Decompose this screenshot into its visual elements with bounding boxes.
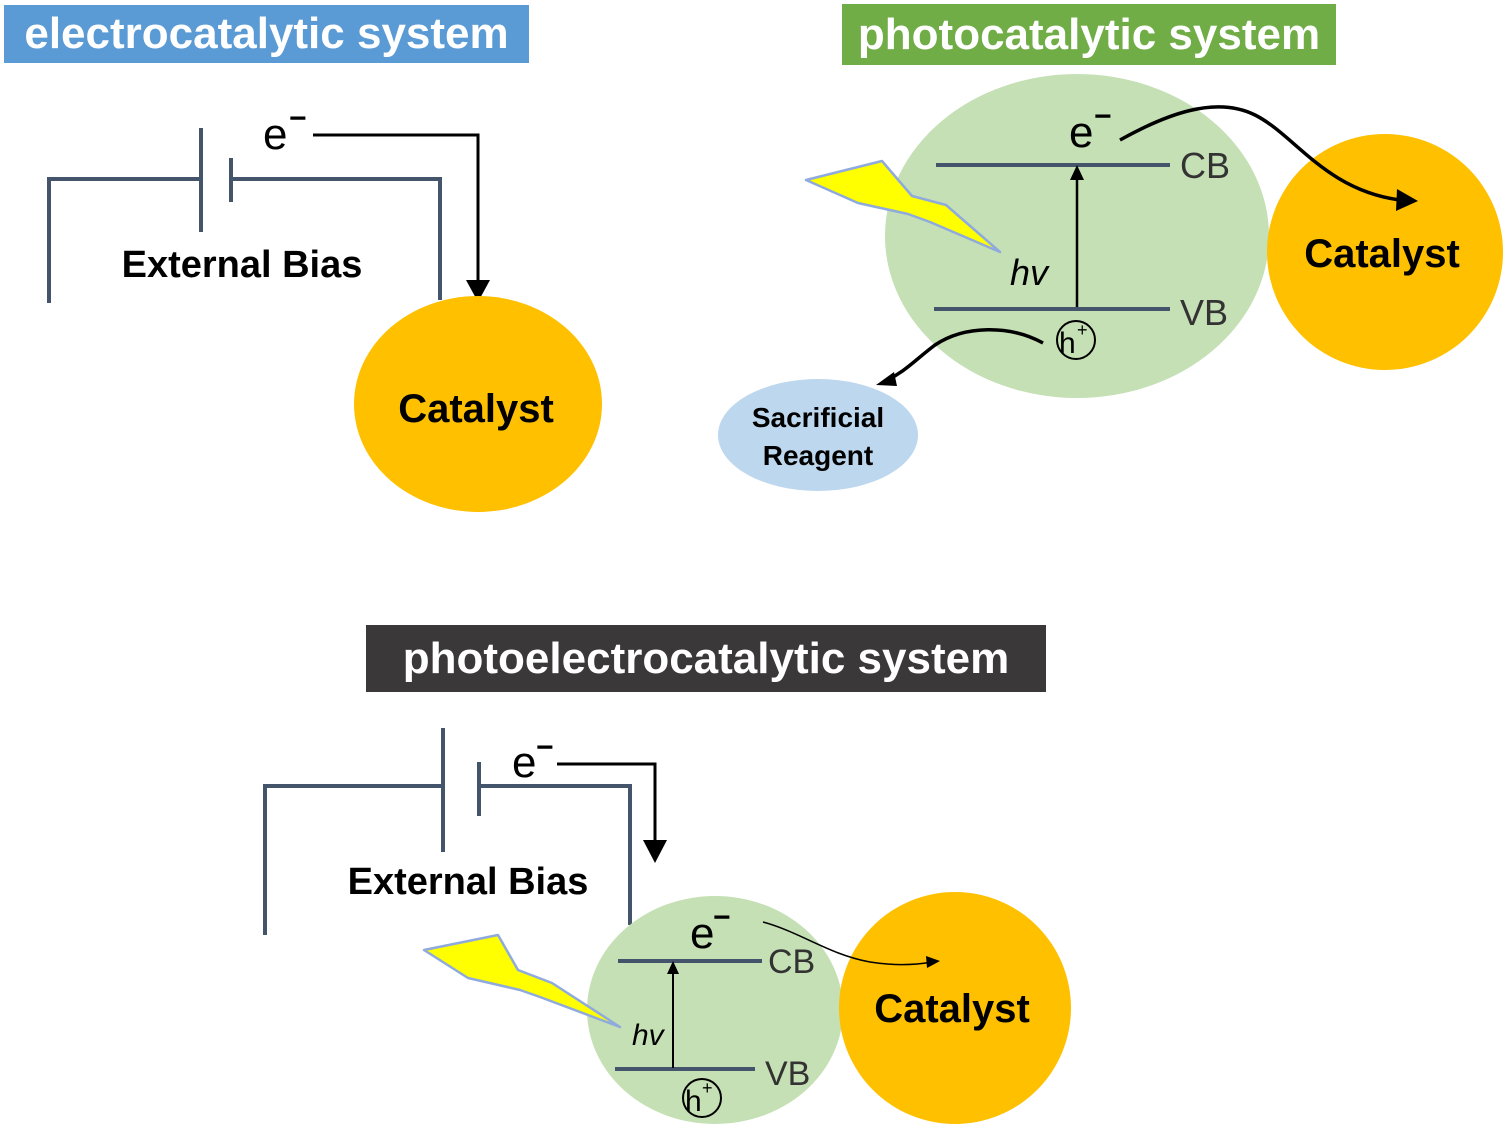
cb-label: CB bbox=[1180, 145, 1230, 186]
hole-transfer-arrow bbox=[884, 328, 1044, 383]
circuit-wire-right bbox=[231, 177, 442, 300]
electron-transfer-arrow bbox=[1119, 105, 1401, 202]
hole-label: h bbox=[685, 1085, 702, 1118]
excitation-arrowhead bbox=[1070, 165, 1084, 180]
lightning-bolt-icon bbox=[804, 159, 1002, 254]
hole-circle bbox=[682, 1078, 722, 1118]
vb-label: VB bbox=[765, 1055, 810, 1093]
excitation-arrowhead bbox=[667, 961, 679, 974]
photoelectrocatalytic-title: photoelectrocatalytic system bbox=[366, 625, 1046, 692]
hole-label: h bbox=[1059, 327, 1076, 360]
photon-energy-label: hv bbox=[1010, 252, 1050, 293]
electrocatalytic-panel: e − External Bias Catalyst bbox=[47, 102, 602, 512]
photon-energy-label: hv bbox=[632, 1019, 666, 1052]
photocatalytic-title: photocatalytic system bbox=[842, 4, 1336, 65]
electron-charge: − bbox=[289, 102, 307, 135]
catalyst-label: Catalyst bbox=[874, 987, 1030, 1031]
hole-transfer-arrowhead bbox=[876, 372, 897, 386]
circuit-wire-left bbox=[263, 784, 443, 935]
electron-transfer-arrowhead bbox=[1396, 189, 1418, 211]
catalyst-label: Catalyst bbox=[398, 387, 554, 431]
hole-charge: + bbox=[1077, 320, 1088, 340]
photoelectrocatalytic-panel: e − External Bias Catalyst CB VB hv e − … bbox=[263, 728, 1071, 1124]
electron-label: e bbox=[263, 110, 287, 159]
electron-charge: − bbox=[1094, 100, 1112, 133]
photocatalytic-panel: Catalyst CB VB hv e − h + Sacrificial Re… bbox=[718, 74, 1503, 491]
electron-flow-arrowhead bbox=[466, 280, 490, 302]
electron-label: e bbox=[690, 909, 714, 958]
cb-label: CB bbox=[768, 943, 815, 981]
external-bias-label: External Bias bbox=[348, 861, 589, 903]
electron-charge: − bbox=[536, 731, 554, 764]
vb-label: VB bbox=[1180, 292, 1228, 333]
electron-flow-arrow bbox=[557, 762, 657, 842]
sacrificial-label-line2: Reagent bbox=[763, 440, 873, 471]
electrocatalytic-title: electrocatalytic system bbox=[4, 5, 529, 63]
catalyst-label: Catalyst bbox=[1304, 232, 1460, 276]
hole-charge: + bbox=[702, 1078, 713, 1098]
catalyst-circle bbox=[354, 296, 602, 512]
electron-flow-arrow bbox=[313, 133, 480, 282]
electron-transfer-arrowhead bbox=[926, 956, 940, 968]
circuit-wire-right bbox=[479, 784, 632, 925]
sacrificial-reagent-circle bbox=[718, 379, 918, 491]
electron-label: e bbox=[1069, 108, 1093, 157]
electron-charge: − bbox=[713, 901, 731, 934]
battery-symbol-icon bbox=[441, 728, 481, 852]
electron-flow-arrowhead bbox=[643, 840, 667, 863]
electron-transfer-arrow bbox=[762, 921, 933, 966]
catalyst-circle bbox=[839, 892, 1071, 1124]
electron-label: e bbox=[512, 738, 536, 787]
external-bias-label: External Bias bbox=[122, 244, 363, 286]
circuit-wire-left bbox=[47, 177, 201, 303]
hole-circle bbox=[1056, 320, 1096, 360]
sacrificial-label-line1: Sacrificial bbox=[752, 402, 884, 433]
catalyst-circle bbox=[1267, 134, 1503, 370]
lightning-bolt-icon bbox=[422, 933, 622, 1029]
battery-symbol-icon bbox=[199, 128, 233, 232]
